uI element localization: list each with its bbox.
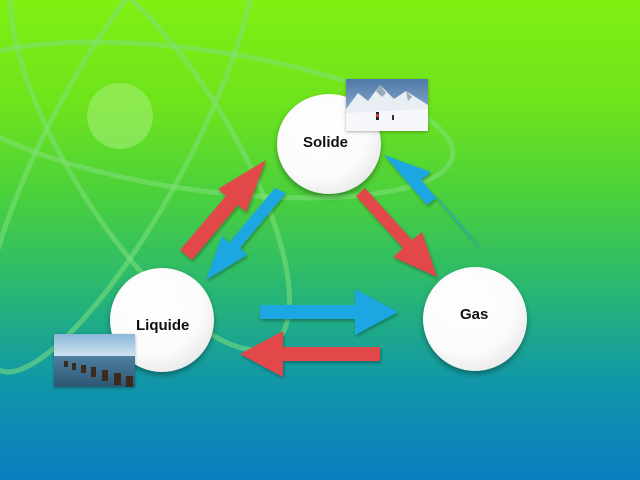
arrow-gas-to-liquid [240, 331, 380, 377]
arrow-solid-to-gas [356, 188, 437, 277]
atom-orbit [0, 0, 260, 375]
photo-snow-mountain [346, 79, 428, 131]
atom-orbit [0, 39, 456, 201]
node-gas-label: Gas [460, 306, 489, 323]
photo-sea-groyne [54, 334, 135, 387]
arrow-liquid-to-gas [260, 289, 398, 335]
node-solid-label: Solide [303, 134, 349, 151]
atom-nucleus [87, 83, 153, 149]
snow-mountain-image [346, 79, 428, 131]
sea-groyne-image [54, 334, 135, 387]
arrow-liquid-to-solid [180, 160, 266, 260]
arrow-gas-to-solid [384, 155, 485, 253]
node-gas: Gas [423, 267, 527, 371]
node-liquid-label: Liquide [136, 317, 190, 334]
arrow-solid-to-liquid [206, 188, 286, 280]
